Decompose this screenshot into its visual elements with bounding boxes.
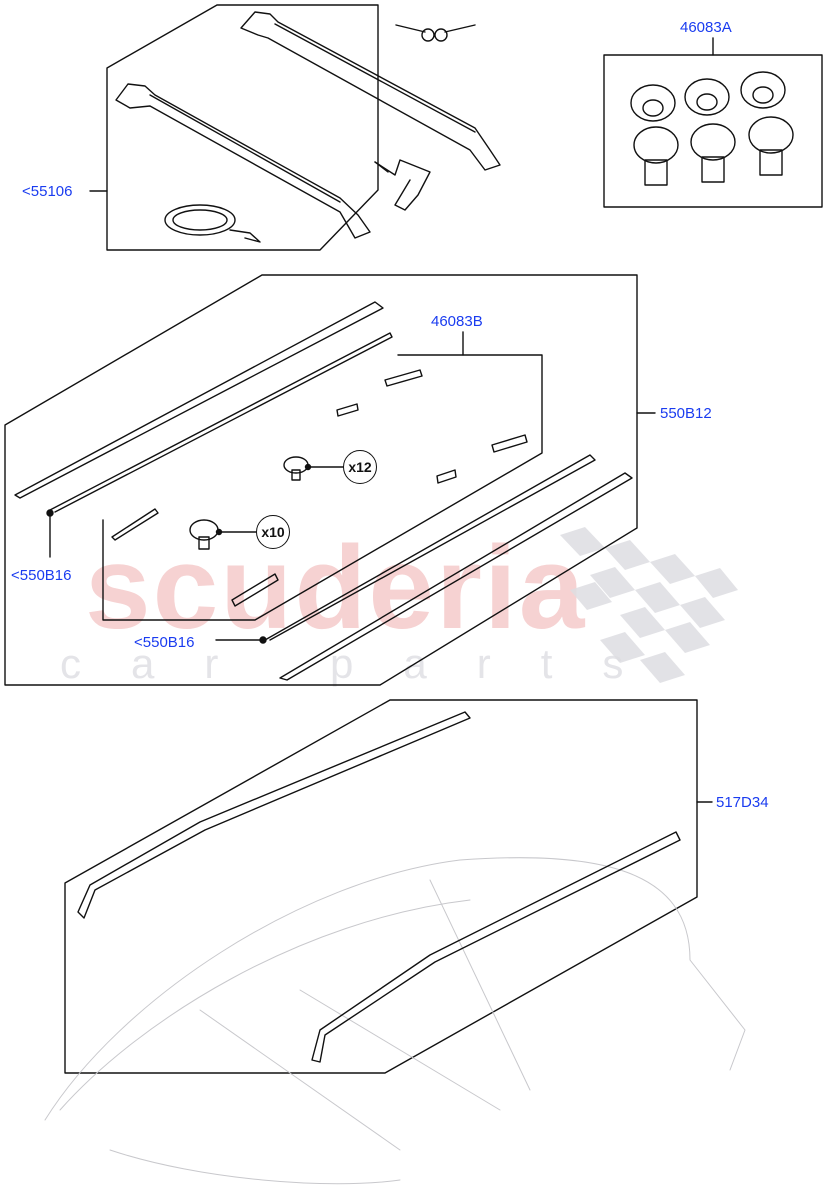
callout-fasteners-kit[interactable]: 46083B	[431, 313, 483, 330]
roof-rail-upper	[14, 301, 393, 558]
callout-roof-rail-upper[interactable]: <550B16	[11, 567, 72, 584]
callout-vehicle-roof-rails[interactable]: 517D34	[716, 794, 769, 811]
roof-rail-lower	[215, 454, 633, 681]
frame-vehicle-roof-rails	[64, 699, 713, 1074]
callout-roof-rail-lower[interactable]: <550B16	[134, 634, 195, 651]
crossbar-lower	[115, 83, 371, 239]
frame-roof-rail-set	[4, 274, 656, 686]
fitting-tool-icon	[374, 159, 431, 211]
fastener-icons	[189, 456, 344, 550]
frame-crossbar-kit	[89, 4, 379, 251]
quantity-badge-x12: x12	[343, 450, 377, 484]
callout-crossbar-kit[interactable]: <55106	[22, 183, 73, 200]
vehicle-roof-outline	[44, 857, 746, 1185]
keys-icon	[395, 24, 476, 42]
frame-fasteners-kit	[102, 331, 543, 621]
tape-roll-icon	[164, 204, 261, 243]
callout-clamp-set[interactable]: 46083A	[680, 19, 732, 36]
checkered-flag-watermark	[560, 527, 738, 683]
roof-rail-left	[77, 711, 471, 919]
clamp-set-icon	[630, 71, 794, 186]
crossbar-upper	[240, 11, 501, 171]
quantity-badge-x10: x10	[256, 515, 290, 549]
callout-roof-rail-set[interactable]: 550B12	[660, 405, 712, 422]
frame-clamp-set	[603, 37, 823, 208]
clip-parts	[111, 369, 528, 607]
roof-rail-right	[311, 831, 681, 1063]
